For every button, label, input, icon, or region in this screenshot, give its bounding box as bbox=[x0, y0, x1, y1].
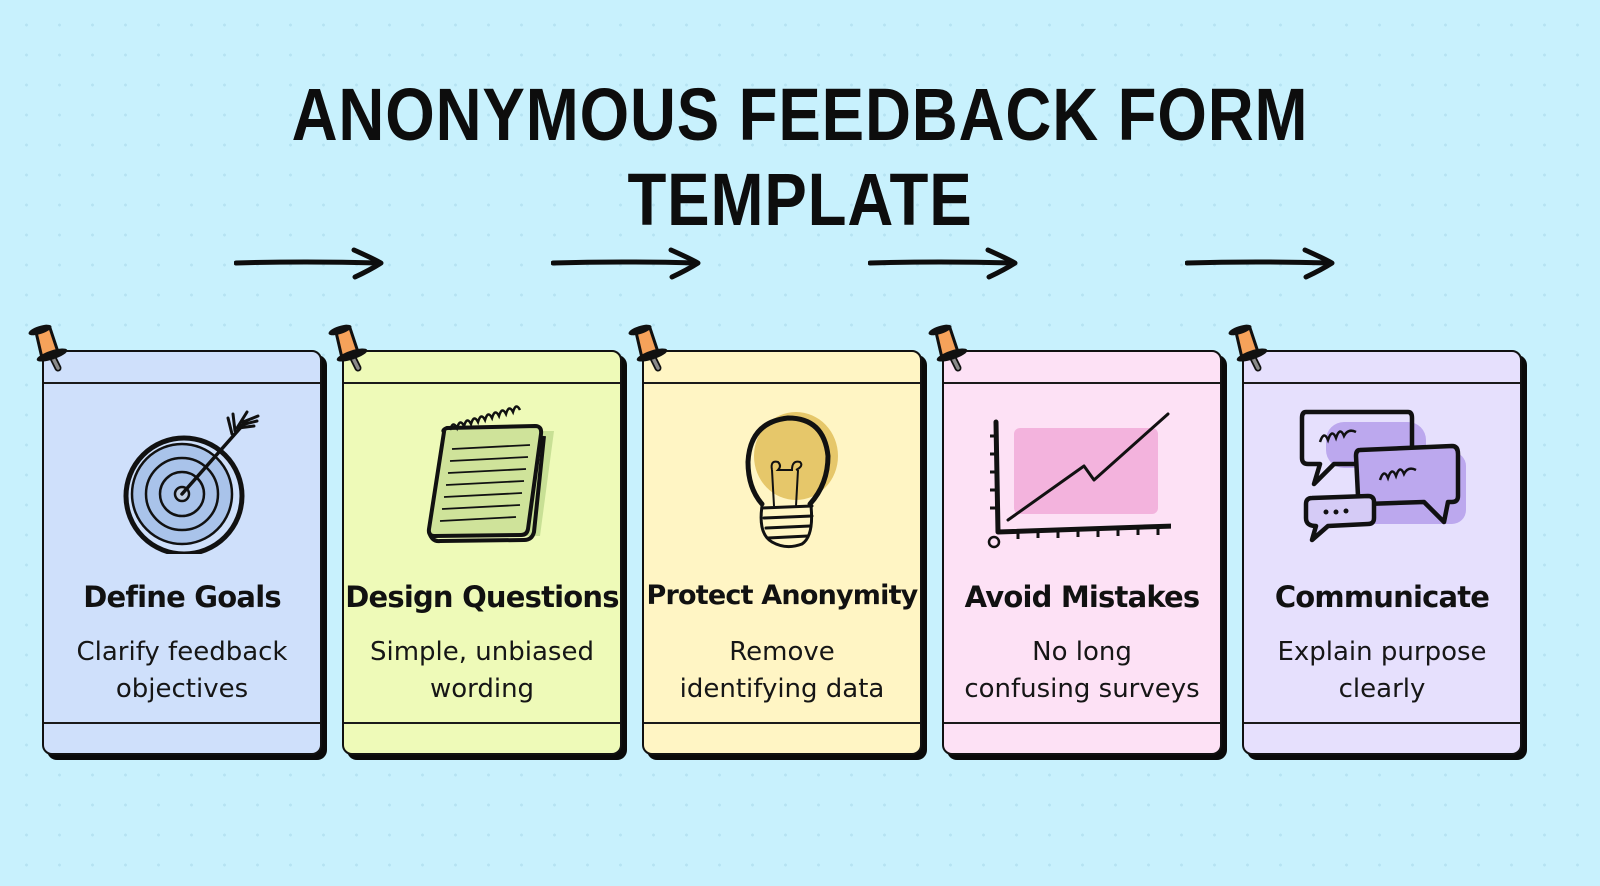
pushpin-icon bbox=[1228, 324, 1268, 372]
step-label: Avoid Mistakes bbox=[964, 580, 1201, 614]
pushpin-icon bbox=[28, 324, 68, 372]
card-divider bbox=[644, 382, 920, 384]
card-divider bbox=[44, 382, 320, 384]
pushpin-icon bbox=[328, 324, 368, 372]
page-title: ANONYMOUS FEEDBACK FORM TEMPLATE bbox=[291, 73, 1309, 241]
card-divider bbox=[944, 382, 1220, 384]
step-label: Communicate bbox=[1274, 580, 1490, 614]
card-divider bbox=[944, 722, 1220, 724]
step-card-define-goals: Define Goals Clarify feedback objectives bbox=[42, 350, 322, 755]
step-description: No long confusing surveys bbox=[964, 637, 1200, 704]
line-chart-icon bbox=[988, 412, 1172, 549]
step-label: Protect Anonymity bbox=[646, 580, 919, 611]
step-card-avoid-mistakes: Avoid Mistakes No long confusing surveys bbox=[942, 350, 1222, 755]
pushpin-icon bbox=[928, 324, 968, 372]
step-card-protect-anonymity: Protect Anonymity Remove identifying dat… bbox=[642, 350, 922, 755]
notepad-icon bbox=[426, 405, 554, 544]
card-divider bbox=[344, 382, 620, 384]
step-label: Define Goals bbox=[83, 580, 281, 614]
card-divider bbox=[644, 722, 920, 724]
step-label: Design Questions bbox=[345, 580, 619, 614]
arrow-right-icon bbox=[234, 247, 384, 280]
pushpin-icon bbox=[628, 324, 668, 372]
arrow-right-icon bbox=[551, 247, 701, 280]
card-divider bbox=[1244, 382, 1520, 384]
step-description: Remove identifying data bbox=[679, 637, 885, 704]
card-divider bbox=[1244, 722, 1520, 724]
step-description: Explain purpose clearly bbox=[1277, 637, 1487, 704]
step-card-communicate: Communicate Explain purpose clearly bbox=[1242, 350, 1522, 755]
step-card-design-questions: Design Questions Simple, unbiased wordin… bbox=[342, 350, 622, 755]
card-divider bbox=[44, 722, 320, 724]
step-description: Clarify feedback objectives bbox=[76, 637, 288, 704]
card-divider bbox=[344, 722, 620, 724]
target-arrow-icon bbox=[123, 410, 260, 554]
lightbulb-icon bbox=[745, 412, 838, 549]
arrow-right-icon bbox=[1185, 247, 1335, 280]
chat-bubbles-icon bbox=[1299, 409, 1466, 543]
arrow-right-icon bbox=[868, 247, 1018, 280]
step-description: Simple, unbiased wording bbox=[370, 637, 594, 704]
